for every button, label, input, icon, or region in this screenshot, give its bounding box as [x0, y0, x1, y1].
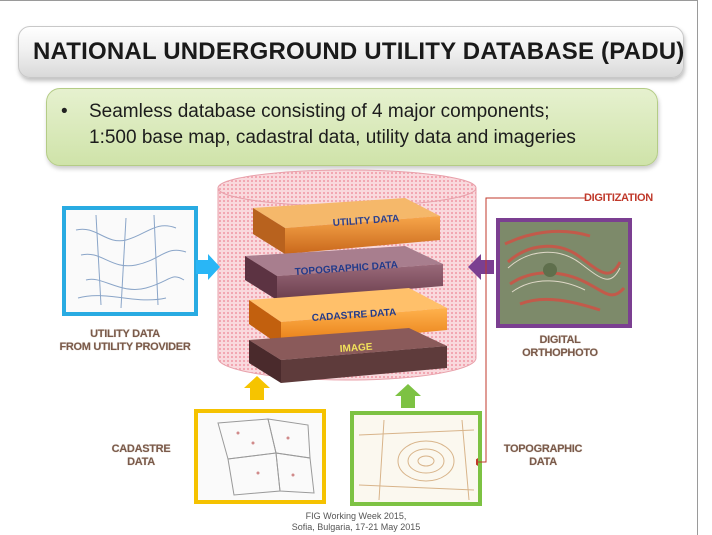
label-ortho-line1: DIGITAL	[539, 334, 581, 346]
layer-utility-data: UTILITY DATA	[253, 198, 440, 254]
label-topographic-data: TOPOGRAPHIC DATA	[488, 443, 598, 469]
layer-image: IMAGE	[249, 328, 447, 383]
label-digital-orthophoto: DIGITAL ORTHOPHOTO	[505, 334, 615, 360]
bullet-line-1: Seamless database consisting of 4 major …	[89, 101, 550, 122]
label-digitization: DIGITIZATION	[584, 192, 653, 204]
page-title: NATIONAL UNDERGROUND UTILITY DATABASE (P…	[33, 38, 685, 65]
arrow-from-orthophoto	[468, 254, 494, 280]
arrow-from-utility	[196, 254, 220, 280]
title-banner: NATIONAL UNDERGROUND UTILITY DATABASE (P…	[18, 26, 684, 78]
digital-orthophoto-image	[496, 218, 632, 328]
digitization-connector	[476, 197, 586, 466]
label-topo-line1: TOPOGRAPHIC	[503, 443, 583, 455]
slide-border-top	[0, 0, 698, 1]
label-cadastre-data: CADASTRE DATA	[96, 443, 186, 469]
layer-label-image: IMAGE	[339, 342, 373, 355]
label-utility-line1: UTILITY DATA	[90, 328, 160, 340]
footer-line-1: FIG Working Week 2015,	[305, 511, 407, 521]
bullet-dot: •	[61, 101, 68, 122]
label-cadastre-line1: CADASTRE	[111, 443, 171, 455]
slide-border-right	[697, 0, 698, 535]
layer-topographic-data: TOPOGRAPHIC DATA	[245, 246, 443, 300]
bullet-line-2: 1:500 base map, cadastral data, utility …	[89, 127, 576, 148]
layer-label-utility: UTILITY DATA	[332, 213, 399, 229]
cadastre-image	[194, 409, 326, 504]
database-diagram: UTILITY DATA TOPOGRAPHIC DATA CADASTRE D…	[217, 169, 477, 383]
footer-line-2: Sofia, Bulgaria, 17-21 May 2015	[291, 522, 421, 532]
bullet-box: • Seamless database consisting of 4 majo…	[46, 88, 658, 166]
utility-data-image	[62, 206, 198, 316]
arrow-from-cadastre	[244, 376, 270, 400]
label-utility-line2: FROM UTILITY PROVIDER	[59, 341, 191, 353]
label-utility-data-provider: UTILITY DATA FROM UTILITY PROVIDER	[40, 328, 210, 354]
footer: FIG Working Week 2015, Sofia, Bulgaria, …	[0, 511, 712, 533]
label-topo-line2: DATA	[529, 456, 557, 468]
label-cadastre-line2: DATA	[127, 456, 155, 468]
label-ortho-line2: ORTHOPHOTO	[522, 347, 598, 359]
topographic-image	[350, 411, 482, 506]
cylinder-top	[217, 169, 477, 207]
arrow-from-topographic	[395, 384, 421, 408]
